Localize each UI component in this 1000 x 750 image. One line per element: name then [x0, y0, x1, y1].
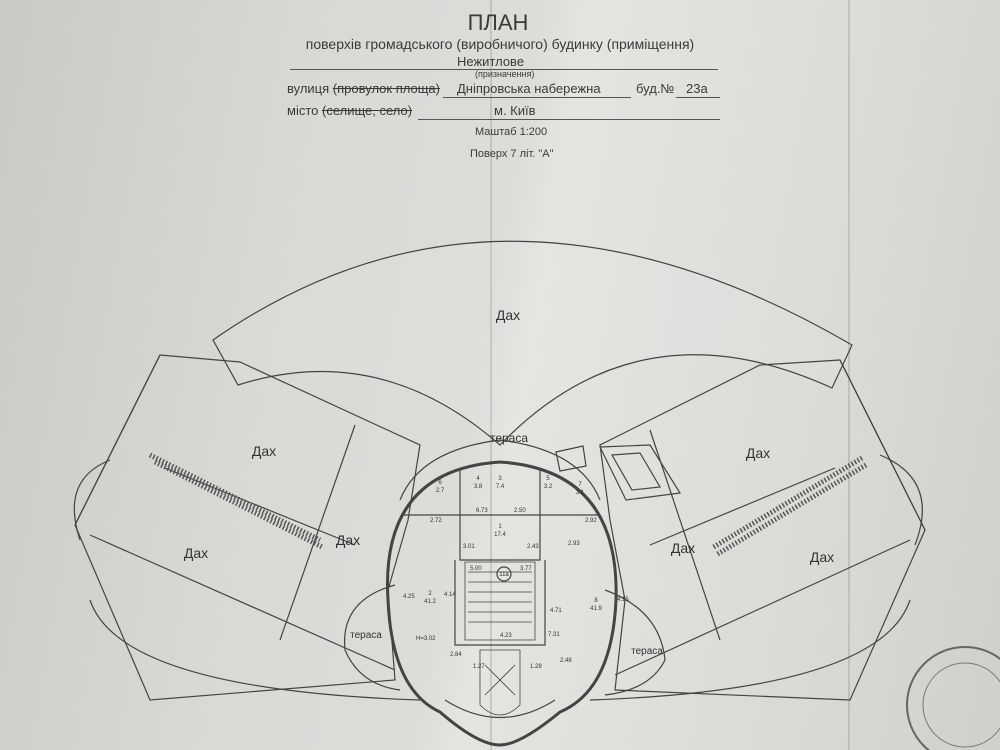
label-terrace: тераса	[350, 630, 382, 641]
dimension: 4.71	[550, 608, 562, 614]
room-area: 3.1	[576, 490, 585, 496]
document-title: ПЛАН	[467, 10, 529, 35]
core-bottom-arc	[444, 699, 556, 719]
staircase	[464, 561, 536, 641]
room-number: 5	[546, 476, 550, 482]
official-stamp-inner	[922, 662, 1000, 748]
room-number: 6	[438, 480, 442, 486]
room-number: 4	[476, 476, 480, 482]
purpose-caption: (призначення)	[475, 69, 535, 79]
terrace-left	[344, 584, 401, 691]
street-label: вулиця (провулок площа)	[287, 81, 440, 96]
central-core	[386, 460, 618, 747]
dimension: 3.01	[463, 544, 475, 550]
roof-right-divisions	[614, 359, 926, 676]
label-roof: Дах	[336, 532, 360, 548]
city-value: м. Київ	[494, 103, 536, 118]
city-label-struck: (селище, село)	[321, 103, 413, 118]
dimension: 5.00	[470, 566, 482, 572]
stair-blocks	[555, 444, 682, 501]
label-roof: Дах	[496, 307, 520, 323]
dimension: 2.50	[514, 508, 526, 514]
roof-left-wing	[74, 354, 421, 701]
purpose-value: Нежитлове	[457, 54, 525, 69]
dimension: 1.28	[530, 664, 542, 670]
right-edge-curve	[589, 454, 923, 701]
dimension: 2.84	[450, 652, 462, 658]
room-number: 1	[498, 524, 502, 530]
label-roof: Дах	[252, 443, 276, 459]
stair-mark-circle	[496, 566, 512, 582]
label-roof: Дах	[671, 540, 695, 556]
city-label: місто (селище, село)	[287, 103, 413, 118]
terrace-top-arc	[399, 439, 601, 501]
dimension: 2.43	[527, 544, 539, 550]
official-stamp	[906, 646, 1000, 750]
roof-left-divisions	[74, 354, 396, 671]
floor-text: Поверх 7 літ. "А"	[470, 148, 554, 160]
room-area: 3.8	[474, 484, 483, 490]
dimension: 4.25	[403, 594, 415, 600]
dimension: 2.72	[430, 518, 442, 524]
dimension: 2.93	[568, 541, 580, 547]
building-value: 23а	[686, 81, 708, 96]
dimension: 4.23	[500, 633, 512, 639]
city-line	[418, 119, 720, 120]
room-area: 17.4	[494, 532, 506, 538]
interior-walls	[402, 470, 598, 646]
room-area: 41.2	[424, 599, 436, 605]
building-label: буд.№	[636, 81, 675, 96]
paper-fold	[490, 0, 492, 750]
label-terrace: тераса	[631, 646, 663, 657]
terrace-right	[604, 589, 666, 696]
paper-fold	[848, 0, 850, 750]
left-edge-curve	[73, 459, 421, 701]
room-number: 8	[594, 598, 598, 604]
purpose-line	[290, 69, 718, 70]
label-terrace: тераса	[490, 431, 528, 445]
room-number: 3	[498, 476, 502, 482]
roof-right-wing	[599, 359, 926, 701]
label-roof: Дах	[810, 549, 834, 565]
dimension: 3.77	[520, 566, 532, 572]
building-line	[676, 97, 720, 98]
room-number: 7	[578, 482, 582, 488]
dimension: 4.15	[617, 597, 629, 603]
stair-mark: 11а	[499, 572, 509, 578]
dimension: 7.31	[548, 632, 560, 638]
street-value: Дніпровська набережна	[457, 81, 601, 96]
dimension: 1.27	[473, 664, 485, 670]
street-line	[443, 97, 631, 98]
city-label-text: місто	[287, 103, 322, 118]
dimension: 2.48	[560, 658, 572, 664]
room-area: 7.4	[496, 484, 505, 490]
room-area: 3.2	[544, 484, 553, 490]
street-label-struck: (провулок площа)	[332, 81, 440, 96]
dimension: 6.73	[476, 508, 488, 514]
left-skylight-strip	[148, 452, 324, 550]
label-roof: Дах	[746, 445, 770, 461]
document-subtitle: поверхів громадського (виробничого) буди…	[305, 36, 695, 52]
room-area: 41.9	[590, 606, 602, 612]
scale-text: Маштаб 1:200	[475, 126, 548, 138]
dimension: 2.92	[585, 518, 597, 524]
dimension: 4.14	[444, 592, 456, 598]
ceiling-height: H=3.02	[416, 636, 436, 642]
right-skylight-strip	[710, 455, 868, 558]
room-number: 2	[428, 591, 432, 597]
label-roof: Дах	[184, 545, 208, 561]
street-label-text: вулиця	[287, 81, 333, 96]
room-area: 2.7	[436, 488, 445, 494]
spiral-stair	[479, 649, 521, 716]
roof-top-section	[212, 240, 853, 446]
